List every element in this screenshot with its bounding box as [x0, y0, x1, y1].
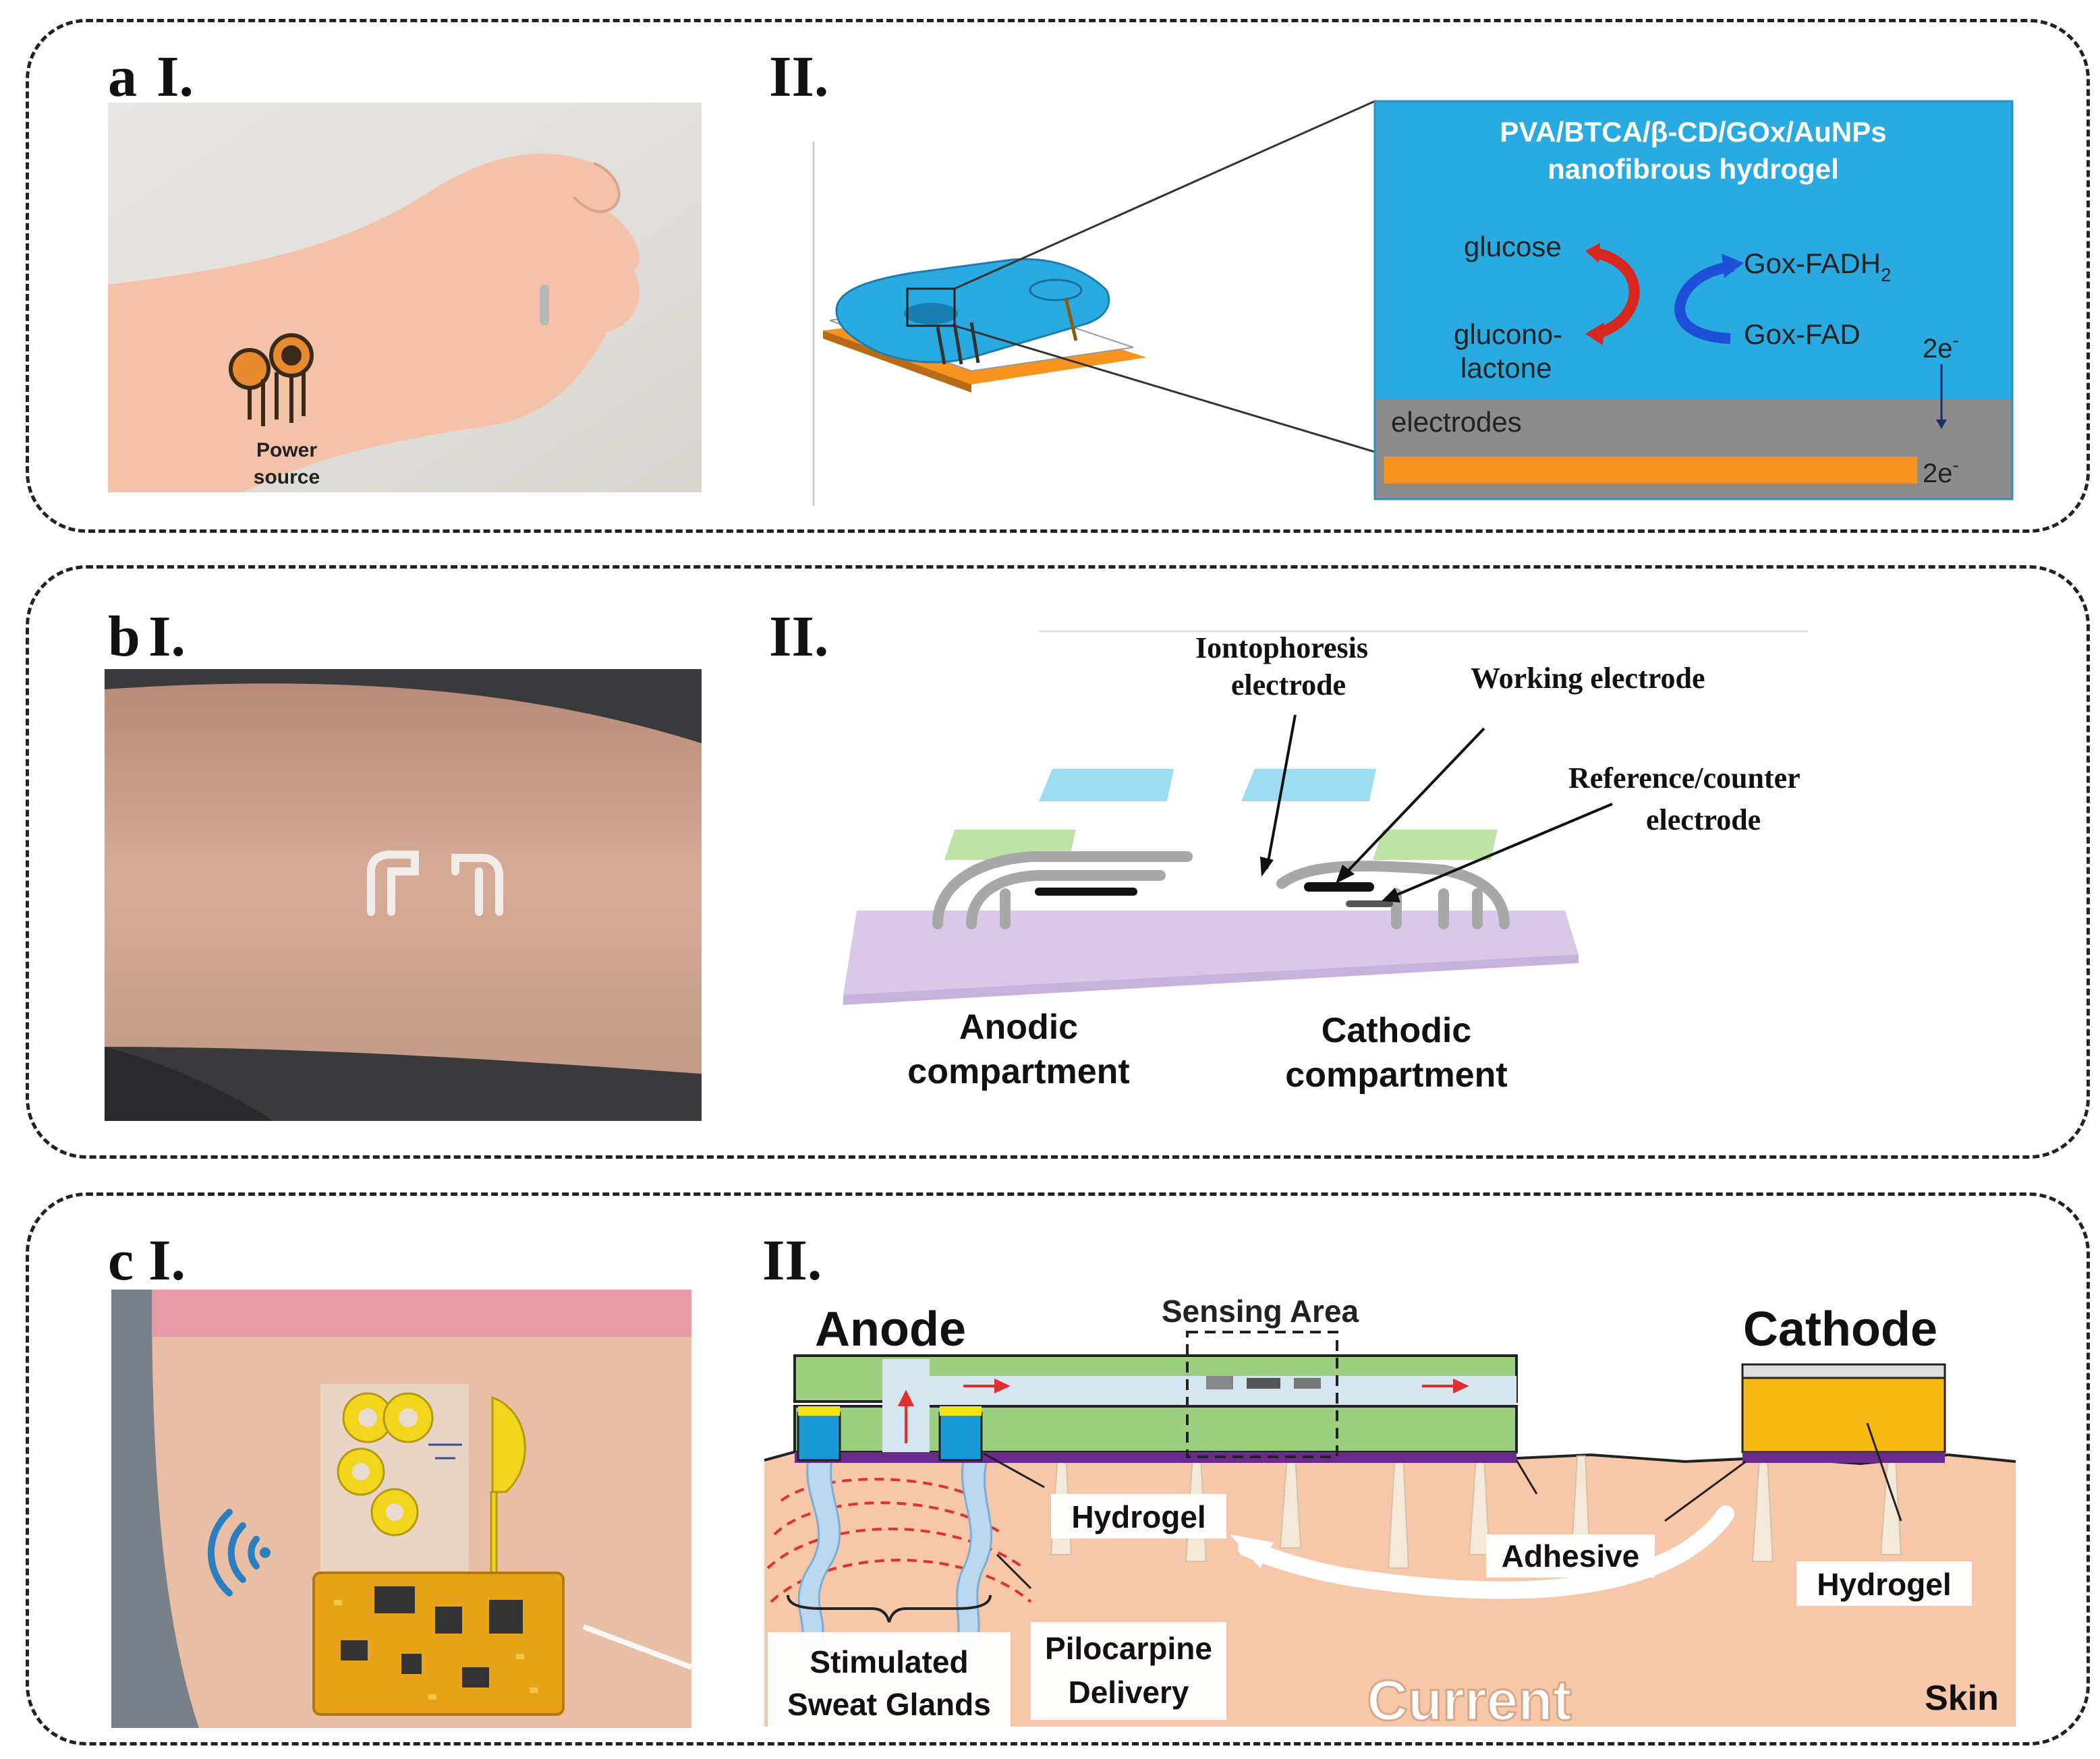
panel-c-letter: c [108, 1228, 134, 1292]
reference-line1: Reference/counter [1568, 761, 1800, 795]
reference-line2: electrode [1646, 803, 1761, 836]
pilocarpine-line2: Delivery [1068, 1675, 1189, 1710]
adhesive-right [1742, 1452, 1945, 1463]
flow-arrows [897, 1378, 1469, 1443]
current-arrow [1238, 1505, 1734, 1599]
panel-a-letter: a [108, 44, 137, 109]
sensing-area-label: Sensing Area [1162, 1294, 1359, 1329]
panel-a-photo: Power source [108, 103, 702, 492]
anodic-line1: Anodic [959, 1008, 1078, 1047]
pilocarpine-line1: Pilocarpine [1045, 1631, 1212, 1666]
stimulated-line1: Stimulated [810, 1644, 968, 1679]
current-label: Current [1367, 1669, 1571, 1732]
electron-top: 2e- [1923, 330, 1959, 364]
power-label-line2: source [254, 466, 320, 488]
panel-a-roman-1: I. [157, 44, 194, 109]
power-label-line1: Power [256, 439, 317, 461]
cathode-gel [1741, 1377, 1946, 1453]
skin-label: Skin [1925, 1679, 1999, 1718]
zoom-panel [1373, 100, 2014, 500]
hydrogel-right-label: Hydrogel [1817, 1567, 1951, 1602]
gland-brace [787, 1594, 992, 1623]
panel-b-schematic: Iontophoresis electrode Working electrod… [843, 630, 1808, 1095]
panel-c-roman-2: II. [762, 1228, 822, 1292]
anodic-line2: compartment [907, 1052, 1129, 1091]
substrate [843, 911, 1579, 995]
hydrogel-title-line2: nanofibrous hydrogel [1548, 153, 1839, 185]
sensing-area-box [1186, 1331, 1338, 1458]
electrode-traces-left [932, 851, 1193, 929]
panel-c-schematic: Sensing Area Anode Cathode Hydrogel Adhe… [764, 1294, 2016, 1733]
glucose-sensor-device [823, 258, 1147, 393]
adhesive-label: Adhesive [1502, 1538, 1640, 1574]
tattoo-electrodes [367, 850, 503, 916]
working-electrode-label: Working electrode [1471, 662, 1705, 695]
product-line2: lactone [1460, 352, 1552, 384]
anode-gel-left [797, 1412, 841, 1462]
wireless-icon [207, 1509, 260, 1596]
top-block-left [1039, 769, 1174, 801]
arm-shape [108, 153, 640, 492]
blue-arrow [1674, 261, 1735, 344]
flow-channel [882, 1376, 1516, 1406]
anode-label: Anode [815, 1302, 966, 1356]
panel-c [26, 1192, 2090, 1746]
forearm-shape [105, 683, 702, 1074]
panel-b-roman-1: I. [148, 604, 186, 668]
panel-a-schematic: PVA/BTCA/β-CD/GOx/AuNPs nanofibrous hydr… [812, 100, 2014, 506]
panel-b-letter: b [108, 604, 140, 668]
enzyme-reduced: Gox-FADH2 [1744, 248, 1892, 285]
power-source-circuit [229, 333, 314, 426]
hydrogel-left-label: Hydrogel [1071, 1499, 1205, 1534]
enzyme-oxidized: Gox-FAD [1744, 318, 1861, 350]
electron-bottom: 2e- [1923, 455, 1959, 488]
reactant-glucose: glucose [1464, 231, 1562, 262]
zoom-line-bottom [954, 324, 1375, 453]
mid-block-right [1373, 830, 1498, 860]
product-line1: glucono- [1454, 318, 1562, 350]
cathodic-line1: Cathodic [1322, 1011, 1471, 1050]
panel-c-roman-1: I. [148, 1228, 186, 1292]
panel-c-photo [111, 1290, 691, 1728]
iontophoresis-line2: electrode [1231, 668, 1346, 701]
electrodes-label: electrodes [1391, 406, 1522, 438]
panel-b [26, 565, 2090, 1159]
stimulated-line2: Sweat Glands [787, 1687, 991, 1722]
hydrogel-title-line1: PVA/BTCA/β-CD/GOx/AuNPs [1500, 116, 1886, 148]
anode-gel-right [938, 1412, 983, 1462]
yellow-electrodes [337, 1392, 526, 1574]
cathodic-line2: compartment [1285, 1056, 1507, 1095]
panel-b-photo [105, 669, 702, 1121]
current-arcs [766, 1478, 1032, 1603]
top-block-right [1241, 769, 1376, 801]
adhesive-left [795, 1452, 1516, 1463]
panel-a-roman-2: II. [769, 44, 829, 109]
panel-a [26, 19, 2090, 533]
cathode-label: Cathode [1743, 1302, 1937, 1356]
red-arrow [1593, 248, 1640, 339]
iontophoresis-line1: Iontophoresis [1195, 631, 1368, 664]
zoom-line-top [954, 100, 1375, 290]
panel-b-roman-2: II. [769, 604, 829, 668]
